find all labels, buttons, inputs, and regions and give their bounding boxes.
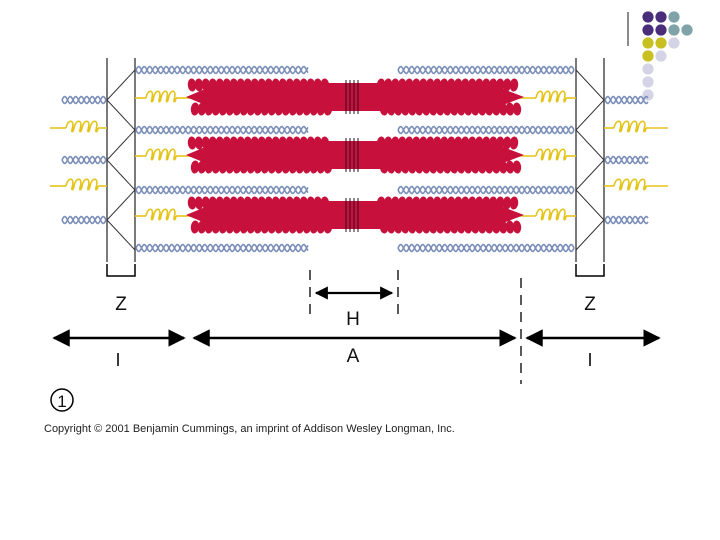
actin-strand [397, 125, 575, 135]
myosin-head [190, 102, 200, 116]
actin-strand [135, 65, 309, 75]
myosin-head [512, 160, 522, 174]
decorative-dot [655, 24, 667, 36]
myosin-head [187, 78, 197, 92]
myosin-head [502, 196, 512, 210]
copyright-text: Copyright © 2001 Benjamin Cummings, an i… [44, 423, 455, 435]
decorative-dot [655, 50, 667, 62]
a-label: A [347, 346, 360, 367]
z-bracket-left [106, 264, 136, 277]
decorative-dot [642, 76, 654, 88]
myosin-filaments [186, 78, 524, 234]
titin-spring [145, 90, 177, 103]
titin-spring [535, 208, 567, 221]
actin-strand [604, 155, 649, 165]
decorative-dot [642, 11, 654, 23]
z-label-right: Z [584, 294, 596, 315]
decorative-dot [655, 11, 667, 23]
actin-strand [397, 65, 575, 75]
actin-strand [61, 155, 107, 165]
myosin-head [505, 160, 515, 174]
actin-strand [61, 215, 107, 225]
titin-spring [613, 178, 647, 191]
decorative-dot [642, 63, 654, 75]
actin-filaments [61, 65, 649, 253]
actin-strand [397, 185, 575, 195]
figure-number: 1 [57, 392, 66, 411]
actin-strand [604, 95, 649, 105]
h-label: H [346, 309, 360, 330]
myosin-head [190, 220, 200, 234]
myosin-head [197, 220, 207, 234]
i-label-right: I [587, 350, 592, 370]
i-label-left: I [115, 350, 120, 370]
titin-spring [535, 90, 567, 103]
myosin-head [512, 220, 522, 234]
myosin-head [197, 102, 207, 116]
decorative-dot [642, 37, 654, 49]
decorative-dot [655, 37, 667, 49]
decorative-dot [668, 11, 680, 23]
decorative-dot [642, 24, 654, 36]
titin-spring [145, 148, 177, 161]
myosin-head [509, 136, 519, 150]
z-lines [106, 58, 605, 262]
myosin-filament [186, 136, 524, 174]
myosin-head [502, 78, 512, 92]
actin-strand [604, 155, 649, 165]
actin-strand [135, 243, 309, 253]
myosin-head [187, 196, 197, 210]
actin-strand [604, 95, 649, 105]
z-label-left: Z [115, 294, 127, 315]
myosin-head [194, 78, 204, 92]
actin-strand [135, 125, 309, 135]
titin-spring [65, 178, 99, 191]
decorative-dot [668, 37, 680, 49]
z-bracket-right [575, 264, 605, 277]
myosin-head [194, 196, 204, 210]
titin-spring [613, 120, 647, 133]
titin-spring [65, 120, 99, 133]
actin-strand [135, 185, 309, 195]
titin-spring [535, 148, 567, 161]
myosin-head [194, 136, 204, 150]
actin-strand [397, 243, 575, 253]
decorative-dot [642, 50, 654, 62]
myosin-filament [186, 196, 524, 234]
myosin-head [509, 196, 519, 210]
actin-strand [604, 215, 649, 225]
decorative-dot [681, 24, 693, 36]
titin-spring [145, 208, 177, 221]
myosin-head [187, 136, 197, 150]
myosin-head [190, 160, 200, 174]
myosin-head [502, 136, 512, 150]
figure-number-circle [50, 388, 74, 412]
myosin-head [197, 160, 207, 174]
myosin-head [505, 102, 515, 116]
decorative-dot-grid [642, 11, 693, 101]
myosin-head [505, 220, 515, 234]
myosin-head [512, 102, 522, 116]
actin-strand [61, 95, 107, 105]
z-line-connector [575, 69, 605, 251]
z-line-connector [106, 69, 136, 251]
myosin-head [509, 78, 519, 92]
myosin-filament [186, 78, 524, 116]
actin-strand [604, 215, 649, 225]
titin-springs [50, 90, 668, 221]
decorative-dot [668, 24, 680, 36]
